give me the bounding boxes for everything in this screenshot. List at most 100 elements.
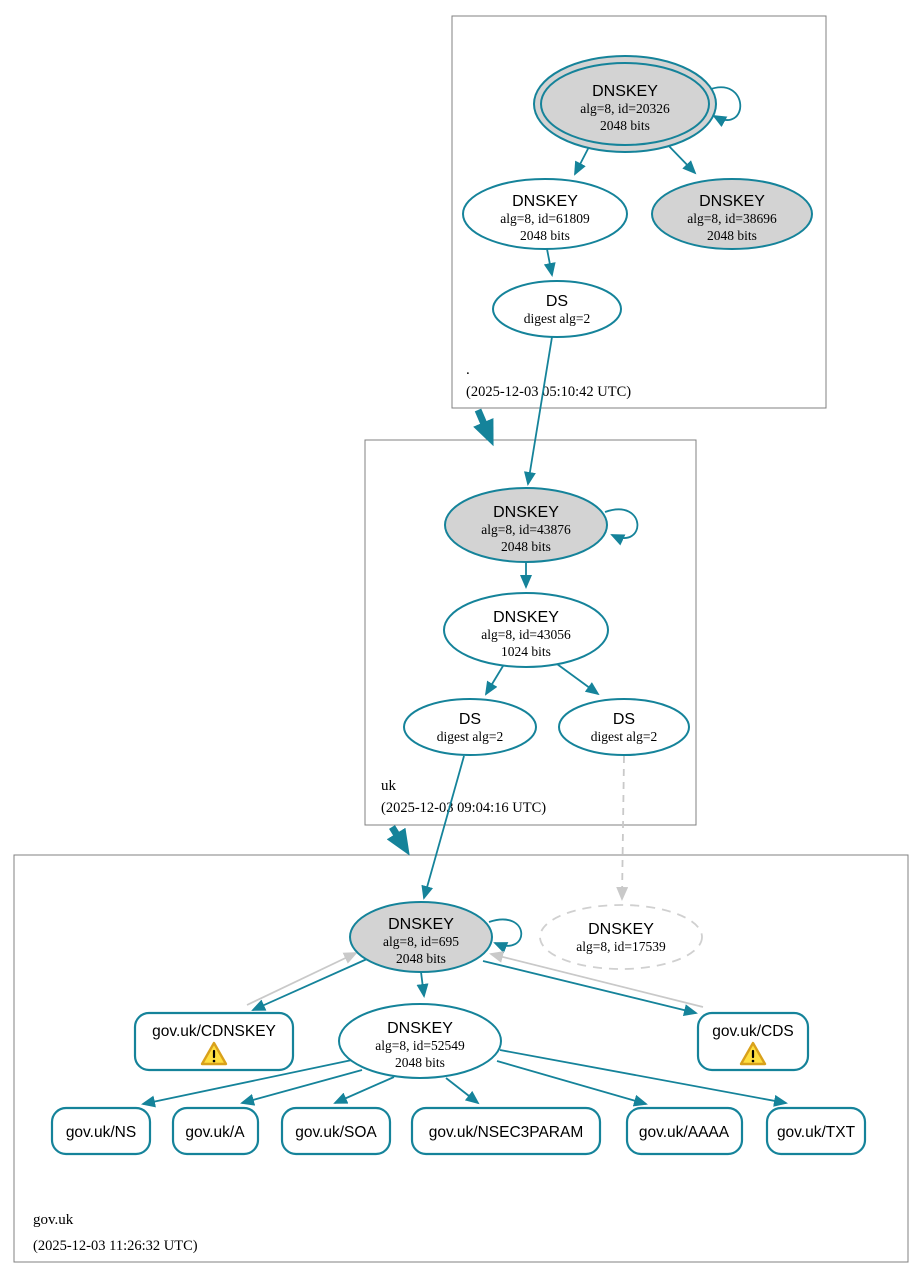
node-dnskey-695-detail: alg=8, id=695	[383, 934, 459, 949]
node-dnskey-38696-shape	[651, 178, 813, 250]
edge-uk-zsk-to-ds1	[484, 665, 504, 696]
node-dnskey-695[interactable]: DNSKEY alg=8, id=695 2048 bits	[349, 901, 493, 973]
node-dnskey-43876-bits: 2048 bits	[501, 539, 551, 554]
edge-ukds2-to-missing-dnskey	[616, 755, 629, 901]
edge-zsk-to-txt	[499, 1049, 788, 1107]
node-dnskey-43876-title: DNSKEY	[493, 504, 559, 521]
edge-cds-to-govuk-ksk	[489, 951, 704, 1008]
node-dnskey-43876-detail: alg=8, id=43876	[481, 522, 571, 537]
node-dnskey-61809-title: DNSKEY	[512, 193, 578, 210]
node-rrset-txt[interactable]: gov.uk/TXT	[765, 1106, 867, 1156]
node-dnskey-695-title: DNSKEY	[388, 916, 454, 933]
edge-ukds1-to-govuk-ksk	[421, 755, 465, 900]
edge-zsk-to-a	[240, 1069, 363, 1106]
edge-rootds-to-uk-ksk	[524, 336, 553, 486]
node-rrset-ns-label: gov.uk/NS	[66, 1124, 136, 1141]
node-dnskey-20326-shape	[540, 62, 710, 146]
node-ds-uk-1-shape	[403, 698, 537, 756]
edge-zsk-to-soa	[333, 1076, 395, 1104]
node-dnskey-61809-shape	[462, 178, 628, 250]
edge-zsk-to-aaaa	[496, 1060, 648, 1107]
edge-uk-ksk-selfsign	[604, 508, 639, 546]
node-dnskey-61809[interactable]: DNSKEY alg=8, id=61809 2048 bits	[462, 178, 628, 250]
edge-govuk-ksk-to-zsk	[416, 971, 429, 998]
node-rrset-nsec3param-label: gov.uk/NSEC3PARAM	[429, 1124, 583, 1141]
edge-delegation-root-to-uk	[473, 408, 494, 447]
node-ds-root-detail: digest alg=2	[524, 311, 590, 326]
node-cds-shape	[696, 1011, 810, 1072]
node-dnskey-52549-detail: alg=8, id=52549	[375, 1038, 465, 1053]
zone-timestamp-uk: (2025-12-03 09:04:16 UTC)	[381, 800, 546, 816]
node-ds-uk-2-detail: digest alg=2	[591, 729, 657, 744]
node-dnskey-61809-detail: alg=8, id=61809	[500, 211, 590, 226]
zone-timestamp-root: (2025-12-03 05:10:42 UTC)	[466, 384, 631, 400]
node-ds-uk-2-title: DS	[613, 711, 635, 728]
node-ds-root-shape	[492, 280, 622, 338]
node-dnskey-20326-bits: 2048 bits	[600, 118, 650, 133]
edge-cdnskey-to-govuk-ksk	[246, 952, 358, 1006]
warning-icon[interactable]	[200, 1041, 228, 1066]
node-dnskey-17539-detail: alg=8, id=17539	[576, 939, 666, 954]
node-dnskey-17539-title: DNSKEY	[588, 921, 654, 938]
node-rrset-aaaa-label: gov.uk/AAAA	[639, 1124, 730, 1141]
node-rrset-nsec3param[interactable]: gov.uk/NSEC3PARAM	[410, 1106, 602, 1156]
node-rrset-nsec3param-shape	[410, 1106, 602, 1156]
node-dnskey-695-bits: 2048 bits	[396, 951, 446, 966]
zone-label-root: .	[466, 362, 470, 378]
node-rrset-soa-shape	[280, 1106, 392, 1156]
node-dnskey-38696[interactable]: DNSKEY alg=8, id=38696 2048 bits	[651, 178, 813, 250]
edge-delegation-uk-to-govuk	[386, 825, 410, 856]
node-rrset-ns[interactable]: gov.uk/NS	[50, 1106, 152, 1156]
node-rrset-ns-shape	[50, 1106, 152, 1156]
edge-zsk61809-to-ds	[543, 248, 556, 277]
zone-timestamp-govuk: (2025-12-03 11:26:32 UTC)	[33, 1238, 198, 1254]
node-dnskey-17539-missing[interactable]: DNSKEY alg=8, id=17539	[539, 904, 703, 970]
node-dnskey-38696-title: DNSKEY	[699, 193, 765, 210]
node-dnskey-17539-shape	[539, 904, 703, 970]
node-ds-root[interactable]: DS digest alg=2	[492, 280, 622, 338]
node-rrset-txt-label: gov.uk/TXT	[777, 1124, 856, 1141]
node-dnskey-38696-bits: 2048 bits	[707, 228, 757, 243]
edge-root-ksk-to-ksk38696	[664, 141, 697, 175]
node-dnskey-43056-detail: alg=8, id=43056	[481, 627, 571, 642]
node-rrset-aaaa[interactable]: gov.uk/AAAA	[625, 1106, 744, 1156]
node-cdnskey[interactable]: gov.uk/CDNSKEY	[133, 1011, 295, 1072]
edge-govuk-ksk-selfsign	[488, 918, 523, 954]
node-dnskey-43056-bits: 1024 bits	[501, 644, 551, 659]
node-cds[interactable]: gov.uk/CDS	[696, 1011, 810, 1072]
node-rrset-txt-shape	[765, 1106, 867, 1156]
zone-label-uk: uk	[381, 778, 397, 794]
node-dnskey-43876-shape	[444, 487, 608, 563]
node-dnskey-43056-title: DNSKEY	[493, 609, 559, 626]
node-rrset-soa-label: gov.uk/SOA	[295, 1124, 377, 1141]
node-dnskey-52549[interactable]: DNSKEY alg=8, id=52549 2048 bits	[338, 1003, 502, 1079]
node-rrset-a-shape	[171, 1106, 260, 1156]
node-ds-uk-1-detail: digest alg=2	[437, 729, 503, 744]
node-dnskey-52549-shape	[338, 1003, 502, 1079]
node-ds-uk-1[interactable]: DS digest alg=2	[403, 698, 537, 756]
node-rrset-aaaa-shape	[625, 1106, 744, 1156]
node-ds-uk-2[interactable]: DS digest alg=2	[558, 698, 690, 756]
node-cdnskey-shape	[133, 1011, 295, 1072]
edge-uk-zsk-to-ds2	[556, 663, 600, 696]
edge-govuk-ksk-to-cdnskey	[251, 958, 368, 1011]
node-dnskey-61809-bits: 2048 bits	[520, 228, 570, 243]
node-dnskey-52549-title: DNSKEY	[387, 1020, 453, 1037]
node-dnskey-20326-title: DNSKEY	[592, 83, 658, 100]
edge-zsk-to-ns	[141, 1059, 353, 1108]
edge-zsk-to-nsec3param	[445, 1077, 480, 1105]
node-dnskey-20326[interactable]: DNSKEY alg=8, id=20326 2048 bits	[533, 55, 717, 153]
node-rrset-a[interactable]: gov.uk/A	[171, 1106, 260, 1156]
node-dnskey-38696-detail: alg=8, id=38696	[687, 211, 777, 226]
node-cds-label: gov.uk/CDS	[712, 1023, 794, 1040]
node-dnskey-695-shape	[349, 901, 493, 973]
node-rrset-soa[interactable]: gov.uk/SOA	[280, 1106, 392, 1156]
zone-label-govuk: gov.uk	[33, 1212, 74, 1228]
node-dnskey-43056[interactable]: DNSKEY alg=8, id=43056 1024 bits	[443, 592, 609, 668]
node-dnskey-43876[interactable]: DNSKEY alg=8, id=43876 2048 bits	[444, 487, 608, 563]
edge-root-ksk-selfsign	[707, 86, 742, 128]
node-ds-root-title: DS	[546, 293, 568, 310]
node-rrset-a-label: gov.uk/A	[185, 1124, 245, 1141]
node-ds-uk-2-shape	[558, 698, 690, 756]
warning-icon[interactable]	[739, 1041, 767, 1066]
